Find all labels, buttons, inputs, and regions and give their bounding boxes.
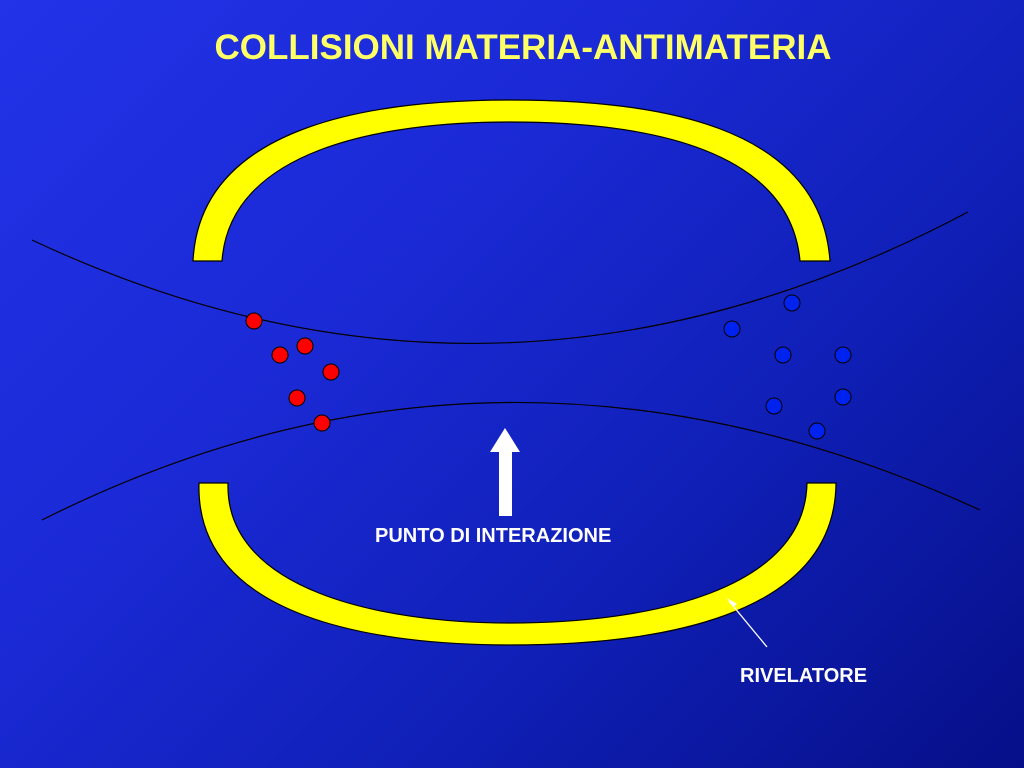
beam-lower-curve: [41, 401, 981, 521]
antimatter-particle: [834, 346, 852, 364]
slide-title: COLLISIONI MATERIA-ANTIMATERIA: [214, 28, 832, 67]
matter-particle: [322, 363, 340, 381]
interaction-arrow-icon: [490, 428, 520, 516]
detector-label: RIVELATORE: [740, 665, 868, 687]
antimatter-particle: [723, 320, 741, 338]
matter-particle: [296, 337, 314, 355]
antimatter-particles: [723, 294, 852, 440]
matter-particle: [313, 414, 331, 432]
matter-particle: [271, 346, 289, 364]
antimatter-particle: [834, 388, 852, 406]
matter-particle: [288, 389, 306, 407]
beam-upper-curve: [31, 211, 969, 345]
antimatter-particle: [783, 294, 801, 312]
antimatter-particle: [808, 422, 826, 440]
matter-particles: [245, 312, 340, 432]
interaction-point-label: PUNTO DI INTERAZIONE: [375, 525, 612, 547]
matter-particle: [245, 312, 263, 330]
detector-upper-arc: [192, 99, 831, 262]
detector-lower-arc: [198, 482, 837, 646]
antimatter-particle: [774, 346, 792, 364]
antimatter-particle: [765, 397, 783, 415]
detector-pointer-icon: [727, 598, 768, 648]
